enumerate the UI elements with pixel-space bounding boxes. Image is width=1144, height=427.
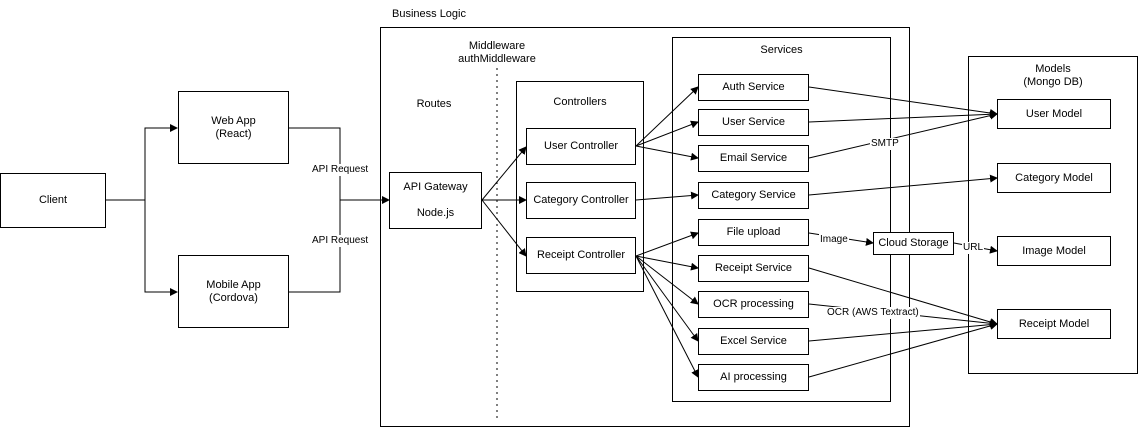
ai-processing-node: AI processing [698, 364, 809, 391]
mobile-app-node: Mobile App (Cordova) [178, 255, 289, 328]
client-node: Client [0, 173, 106, 228]
receipt-model-node: Receipt Model [997, 309, 1111, 339]
category-service-node: Category Service [698, 182, 809, 209]
edge-recctrl-ocr [635, 255, 699, 305]
edge-userctrl-email [635, 145, 699, 161]
user-model-node: User Model [997, 99, 1111, 129]
receipt-controller-node: Receipt Controller [526, 237, 636, 274]
api-gateway-node: API Gateway Node.js [389, 172, 482, 229]
middleware-label: Middleware authMiddleware [458, 40, 536, 65]
edge-recctrl-excel [635, 255, 699, 342]
edge-recctrl-ai [635, 255, 699, 378]
models-container [968, 56, 1138, 374]
category-controller-node: Category Controller [526, 182, 636, 219]
file-upload-node: File upload [698, 219, 809, 246]
routes-label: Routes [416, 98, 452, 110]
web-app-node: Web App (React) [178, 91, 289, 164]
edge-recctrl-file [635, 231, 699, 257]
edge-client-mobile [144, 200, 178, 296]
edge-label-api-request-top: API Request [311, 164, 370, 176]
edge-usersvc-usermodel [808, 110, 998, 123]
architecture-diagram: Business Logic Services Controllers Mode… [0, 8, 1138, 427]
user-controller-node: User Controller [526, 128, 636, 165]
edge-userctrl-auth [635, 86, 699, 147]
business-logic-label: Business Logic [392, 8, 466, 20]
receipt-service-node: Receipt Service [698, 255, 809, 282]
services-container [672, 37, 891, 402]
edge-gateway-receipt-ctrl [481, 199, 527, 257]
edge-mobile-gateway [288, 200, 341, 293]
edge-userctrl-user [635, 120, 699, 147]
excel-service-node: Excel Service [698, 328, 809, 355]
services-label: Services [760, 44, 803, 56]
auth-service-node: Auth Service [698, 74, 809, 101]
ocr-processing-node: OCR processing [698, 291, 809, 318]
controllers-container [516, 81, 644, 292]
edge-catctrl-catsvc [635, 191, 699, 201]
edge-excel-receiptmodel [808, 320, 998, 342]
edge-label-ocr: OCR (AWS Textract) [826, 307, 920, 319]
category-model-node: Category Model [997, 163, 1111, 193]
image-model-node: Image Model [997, 236, 1111, 266]
models-label: Models (Mongo DB) [1023, 63, 1083, 88]
edge-auth-usermodel [808, 86, 998, 117]
email-service-node: Email Service [698, 145, 809, 172]
user-service-node: User Service [698, 109, 809, 136]
cloud-storage-node: Cloud Storage [873, 232, 954, 255]
edge-label-image: Image [819, 234, 849, 246]
edge-email-usermodel [808, 111, 998, 159]
edge-client-web [144, 124, 178, 200]
edge-ai-receiptmodel [808, 322, 998, 378]
edge-label-url: URL [962, 242, 985, 254]
edge-receiptsvc-receiptmodel [808, 267, 998, 326]
edge-gateway-user-ctrl [481, 146, 527, 201]
edge-catsvc-catmodel [808, 174, 998, 196]
edge-recctrl-receipt [635, 255, 699, 271]
edge-label-api-request-bottom: API Request [311, 235, 370, 247]
edge-label-smtp: SMTP [870, 138, 900, 150]
controllers-label: Controllers [553, 96, 607, 108]
